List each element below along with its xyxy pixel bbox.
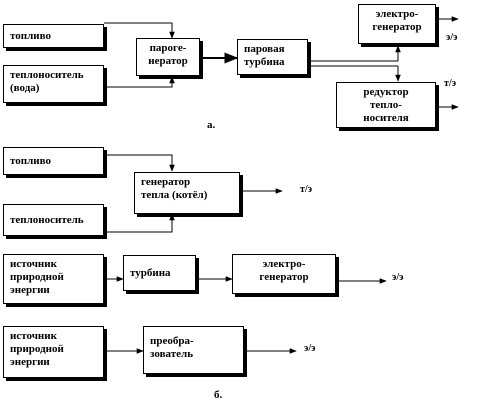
label-thermal-output-b: т/э xyxy=(300,184,313,195)
box-turbine: турбина xyxy=(123,255,196,291)
label-electric-output-a: э/э xyxy=(446,32,458,43)
box-converter: преобра- зователь xyxy=(143,326,244,374)
box-steam-turbine: паровая турбина xyxy=(237,39,308,75)
box-heat-carrier-water: теплоноситель (вода) xyxy=(3,65,104,103)
box-natural-energy-source-2: источник природной энергии xyxy=(3,326,104,378)
box-heat-generator-boiler: генератор тепла (котёл) xyxy=(134,172,240,214)
label-thermal-output-a: т/э xyxy=(444,78,457,89)
caption-b: б. xyxy=(214,389,223,401)
arrow-fuel-to-steam-generator xyxy=(104,22,175,39)
box-electric-generator-b: электро- генератор xyxy=(232,254,336,294)
box-fuel-b: топливо xyxy=(3,147,104,175)
label-electric-output-b1: э/э xyxy=(392,272,404,283)
caption-a: а. xyxy=(207,119,216,131)
arrow-heat-carrier-to-heat-generator xyxy=(104,213,175,233)
box-steam-generator: пароге- нератор xyxy=(136,38,200,76)
box-heat-carrier-reducer: редуктор тепло- носителя xyxy=(336,82,436,128)
arrow-heat-carrier-to-steam-generator xyxy=(104,76,175,88)
box-natural-energy-source-1: источник природной энергии xyxy=(3,254,104,304)
box-electric-generator-a: электро- генератор xyxy=(358,4,436,44)
label-electric-output-b2: э/э xyxy=(304,343,316,354)
box-heat-carrier-b: теплоноситель xyxy=(3,204,104,236)
arrow-fuel-to-heat-generator xyxy=(104,154,175,172)
box-fuel: топливо xyxy=(3,24,104,48)
